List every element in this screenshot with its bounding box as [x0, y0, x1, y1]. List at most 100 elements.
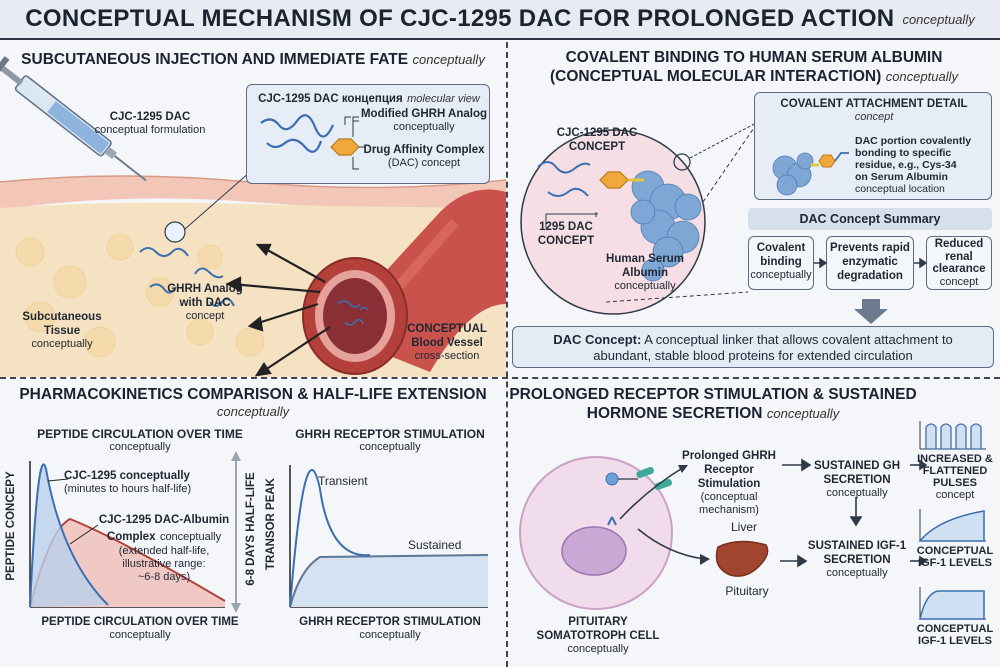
detail-text-1: DAC portion covalently: [855, 135, 972, 147]
cell-sublabel: conceptually: [567, 643, 629, 655]
panel-albumin: COVALENT BINDING TO HUMAN SERUM ALBUMIN …: [508, 42, 1000, 377]
pulse-bar: [970, 423, 982, 450]
liver-label: Liver: [730, 520, 757, 534]
hsa-label: Human Serum: [606, 253, 684, 265]
transient-label: Transient: [318, 474, 368, 488]
concept-label: CJC-1295 DAC: [556, 127, 638, 139]
right-chart-xlabel: GHRH RECEPTOR STIMULATION: [299, 616, 481, 628]
panel-receptor-title-suffix: conceptually: [766, 406, 840, 421]
igf-levels-label-1: CONCEPTUAL: [916, 545, 994, 557]
left-chart-xlabel-sub: conceptually: [109, 629, 171, 641]
pulses-sublabel: concept: [935, 489, 975, 501]
pulse-bar: [925, 423, 937, 450]
summary-step-1: Covalent binding conceptually: [748, 236, 814, 290]
dac-curve-sub-1: (extended half-life,: [118, 545, 210, 557]
sustained-curve-fill: [290, 555, 488, 607]
ghrh-analog-label: Modified GHRH Analog: [360, 108, 488, 120]
cell-label-2: SOMATOTROPH CELL: [536, 630, 660, 642]
albumin-protein-icon: [630, 170, 702, 282]
gh-label-2: SECRETION: [823, 474, 891, 486]
pulses-chart: [919, 421, 986, 450]
cjc-curve-label: CJC-1295 conceptually: [64, 470, 190, 482]
definition-text-1: A conceptual linker that allows covalent…: [644, 332, 953, 347]
panel-injection-title-suffix: conceptually: [412, 52, 485, 67]
ghrh-dac-molecule-icon: [260, 114, 365, 170]
step-3-line-1: Reduced: [934, 238, 984, 250]
page-title: CONCEPTUAL MECHANISM OF CJC-1295 DAC FOR…: [25, 5, 895, 32]
cjc-curve-fill: [30, 464, 108, 607]
left-chart-title-sub: conceptually: [109, 441, 171, 453]
tissue-sublabel: conceptually: [31, 338, 93, 350]
cjc-curve-sublabel: (minutes to hours half-life): [64, 483, 192, 495]
pulses-label-2: FLATTENED: [922, 465, 988, 477]
analog-label-2: with DAC: [179, 297, 231, 309]
pulse-bar: [940, 423, 952, 450]
step-1-line-2: binding: [760, 256, 802, 268]
dac-label: Drug Affinity Complex: [363, 144, 485, 156]
dac-curve-sub-3: ~6-8 days): [137, 571, 191, 583]
molecular-view-box: CJC-1295 DAC концепция molecular view Mo…: [246, 84, 490, 184]
covalent-detail-box: COVALENT ATTACHMENT DETAIL concept DAC p…: [754, 92, 992, 200]
hsa-label-2: Albumin: [622, 267, 668, 279]
tissue-label-2: Tissue: [43, 325, 81, 337]
igf-sublabel: conceptually: [826, 567, 888, 579]
definition-bold: DAC Concept:: [553, 332, 642, 347]
igf-levels2-label-2: IGF-1 LEVELS: [918, 635, 992, 647]
panel-pk-title-sub: conceptually: [216, 404, 290, 419]
detail-title: COVALENT ATTACHMENT DETAIL: [780, 98, 968, 110]
injection-illustration: [0, 56, 506, 377]
panel-albumin-title-1: COVALENT BINDING TO HUMAN SERUM ALBUMIN: [565, 49, 943, 66]
syringe-sublabel: conceptual formulation: [94, 124, 206, 136]
detail-text-4: on Serum Albumin: [855, 171, 948, 183]
ghrh-analog-sublabel: conceptually: [393, 121, 455, 133]
receptor-illustration: [519, 421, 986, 620]
vessel-sublabel: cross-section: [414, 350, 480, 362]
gh-sublabel: conceptually: [826, 487, 888, 499]
dac-definition-box: DAC Concept: A conceptual linker that al…: [512, 326, 994, 368]
igf-chart-1: [918, 509, 986, 542]
panel-albumin-title-2: (CONCEPTUAL MOLECULAR INTERACTION): [550, 68, 882, 85]
step-1-line-1: Covalent: [756, 242, 806, 254]
dac-curve-label-1: CJC-1295 DAC-Albumin: [98, 514, 230, 526]
panel-albumin-title-suffix: conceptually: [885, 69, 958, 84]
sustained-curve-line: [289, 554, 489, 608]
syringe-icon: [0, 56, 147, 182]
igf-levels2-label-1: CONCEPTUAL: [916, 623, 994, 635]
pulses-label-3: PULSES: [932, 477, 977, 489]
receptor-sublabel: (conceptual mechanism): [699, 491, 759, 516]
right-chart-xlabel-sub: conceptually: [359, 629, 421, 641]
right-chart-title-sub: conceptually: [359, 441, 421, 453]
dac-curve-label-2: Complex: [106, 531, 156, 543]
analog-label: GHRH Analog: [167, 283, 243, 295]
concept-label-2: CONCEPT: [568, 141, 626, 153]
sustained-label: Sustained: [408, 538, 462, 552]
left-chart-title: PEPTIDE CIRCULATION OVER TIME: [37, 427, 243, 441]
right-chart-ylabel: TRANSOR PEAK: [265, 478, 277, 571]
peptide-molecules-icon: [139, 247, 235, 307]
syringe-label: CJC-1295 DAC: [109, 111, 191, 123]
pulse-bar: [955, 423, 967, 450]
molecular-view-title: CJC-1295 DAC концепция: [258, 93, 403, 105]
igf-levels-label-2: IGF-1 LEVELS: [918, 557, 992, 569]
definition-text-2: abundant, stable blood proteins for exte…: [593, 348, 913, 363]
receptor-label-1: Prolonged GHRH: [682, 450, 776, 462]
panel-injection-title: SUBCUTANEOUS INJECTION AND IMMEDIATE FAT…: [21, 51, 409, 68]
vessel-label-2: Blood Vessel: [411, 337, 483, 349]
receptor-label-2: Receptor: [704, 464, 754, 476]
step-2-line-1: Prevents rapid: [830, 242, 910, 254]
page-title-suffix: conceptually: [902, 11, 975, 27]
cjc-curve-line: [29, 463, 109, 608]
panel-receptor-title-2: HORMONE SECRETION: [586, 405, 763, 422]
dac-concept-label: 1295 DAC: [539, 221, 593, 233]
covalent-bond-icon: [772, 152, 849, 196]
dac-curve-sub-2: illustrative range:: [122, 558, 206, 570]
detail-text-3: residue, e.g., Cys-34: [855, 159, 957, 171]
half-life-label: 6-8 DAYS HALF-LIFE: [245, 472, 257, 586]
igf-label-2: SECRETION: [823, 554, 891, 566]
igf-label-1: SUSTAINED IGF-1: [807, 540, 907, 552]
dac-curve-label-2b: conceptually: [159, 531, 222, 543]
receptor-label-3: Stimulation: [697, 478, 761, 490]
summary-title: DAC Concept Summary: [748, 208, 992, 230]
dac-concept-label-2: CONCEPT: [537, 235, 595, 247]
transient-curve-line: [289, 469, 371, 608]
